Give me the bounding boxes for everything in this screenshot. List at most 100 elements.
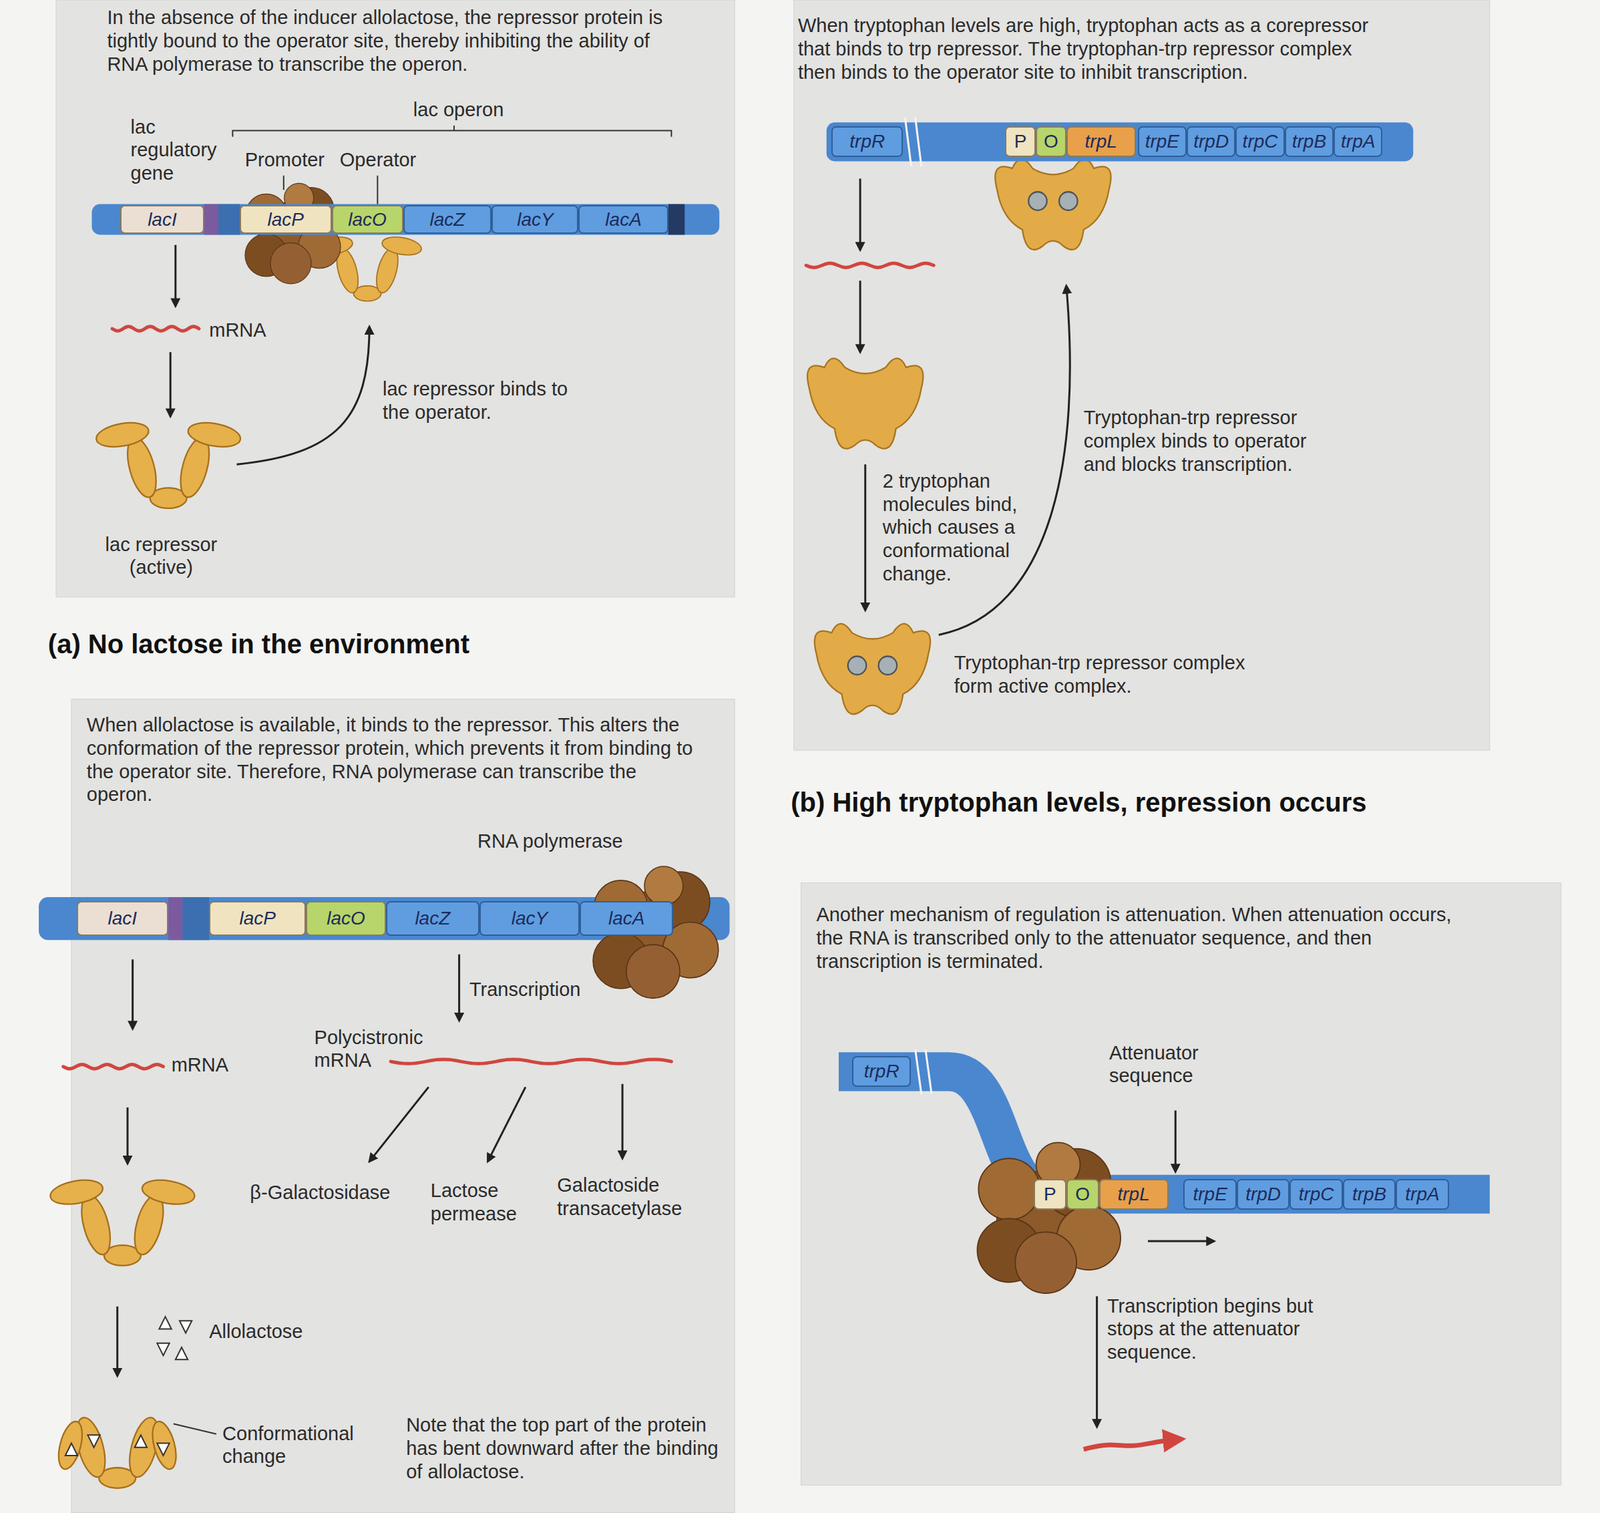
dna-segment (168, 896, 183, 940)
break-mark (904, 117, 911, 167)
label-text: mRNA (171, 1053, 229, 1077)
label-text: Allolactose (209, 1319, 303, 1343)
gene-segment: lacP (239, 205, 332, 234)
gene-name: trpA (1405, 1183, 1440, 1205)
gene-segment: lacA (579, 900, 674, 936)
label-text: Tryptophan-trp repressor complex form ac… (954, 651, 1251, 698)
protein-lobe (94, 418, 151, 451)
gene-name: trpR (849, 130, 885, 153)
break-mark (915, 1049, 922, 1094)
label-text: Attenuator sequence (1109, 1041, 1243, 1088)
label-text: Galactoside transacetylase (556, 1173, 710, 1221)
label-text: lac regulatory gene (130, 115, 234, 185)
protein-lobe (140, 1175, 197, 1208)
gene-name: lacP (267, 209, 304, 231)
gene-segment: trpL (1066, 126, 1136, 157)
gene-name: lacY (516, 209, 553, 231)
label-text: Promoter (245, 148, 325, 172)
dna-segment (668, 204, 685, 236)
polymerase-lobe (626, 944, 680, 998)
curved-arrow (938, 285, 1071, 636)
mrna-strand (806, 263, 934, 268)
allolactose-molecule (156, 1443, 169, 1456)
gene-name: trpE (1145, 130, 1180, 153)
trp-repressor (807, 357, 923, 449)
bracket (232, 130, 672, 137)
gene-segment: trpB (1342, 1178, 1396, 1210)
gene-segment: trpD (1186, 126, 1236, 157)
panel-intro: When tryptophan levels are high, tryptop… (797, 14, 1380, 84)
gene-name: O (1043, 130, 1059, 153)
label-text: Operator (339, 148, 417, 172)
panel-ground (56, 0, 735, 597)
arrow (864, 464, 867, 611)
gene-name: trpB (1352, 1183, 1387, 1205)
gene-segment: trpB (1284, 126, 1334, 157)
leader-line (376, 175, 378, 205)
protein-lobe (48, 1175, 105, 1208)
panel-ground (800, 882, 1561, 1486)
dna-segment (218, 204, 240, 236)
arrow (621, 1083, 624, 1159)
gene-segment: trpE (1137, 126, 1187, 157)
arrow (369, 1086, 429, 1162)
trp-repressor (814, 623, 931, 714)
gene-name: trpC (1242, 130, 1279, 153)
label-text: Polycistronic mRNA (314, 1025, 458, 1073)
gene-segment: lacO (305, 900, 386, 936)
arrow (131, 958, 134, 1029)
gene-name: trpC (1298, 1183, 1335, 1205)
panel-ground (71, 699, 735, 1513)
allolactose-molecule (87, 1434, 100, 1447)
arrow (169, 351, 172, 417)
gene-name: trpL (1117, 1183, 1150, 1205)
panel-intro: In the absence of the inducer allolactos… (106, 6, 689, 76)
mrna-strand (63, 1064, 164, 1069)
gene-name: lacY (511, 907, 548, 929)
label-text: Tryptophan-trp repressor complex binds t… (1083, 406, 1339, 476)
mrna-strand (1083, 1438, 1182, 1449)
gene-name: trpB (1292, 130, 1327, 153)
mrna-strand (390, 1059, 672, 1064)
arrow (859, 280, 862, 352)
tryptophan (848, 656, 867, 676)
panel-caption: (a) No lactose in the environment (48, 627, 470, 660)
gene-name: P (1014, 130, 1028, 153)
label-text: Lactose permease (430, 1178, 543, 1226)
gene-segment: trpE (1183, 1178, 1237, 1210)
label-text: 2 tryptophan molecules bind, which cause… (882, 469, 1032, 586)
gene-name: lacZ (430, 209, 466, 231)
gene-name: lacP (239, 907, 276, 929)
gene-segment: lacY (479, 900, 580, 936)
trp-repressor (994, 158, 1111, 250)
gene-segment: lacI (76, 900, 169, 936)
protein-lobe (54, 1418, 87, 1472)
label-text: Transcription (469, 977, 581, 1002)
label-text: Transcription begins but stops at the at… (1107, 1294, 1342, 1364)
allolactose-molecule (179, 1320, 192, 1333)
polymerase-lobe (644, 866, 684, 905)
gene-segment: trpC (1289, 1178, 1343, 1210)
gene-segment: lacO (331, 205, 404, 234)
tryptophan (1059, 191, 1078, 211)
leader-line (283, 175, 285, 190)
arrow (1147, 1240, 1215, 1243)
mrna-strand (112, 326, 199, 331)
label-text: lac repressor binds to the operator. (382, 377, 577, 425)
arrow (1095, 1296, 1098, 1428)
panel-intro: When allolactose is available, it binds … (86, 713, 700, 807)
label-text: β-Galactosidase (249, 1180, 390, 1205)
label-text: RNA polymerase (477, 829, 624, 853)
leader-line (173, 1423, 217, 1434)
protein-lobe (380, 234, 423, 258)
gene-name: lacO (347, 209, 387, 231)
arrow (458, 954, 461, 1021)
gene-segment: trpR (852, 1055, 912, 1087)
panel-ground (793, 0, 1490, 750)
arrow (116, 1306, 119, 1376)
panel: When tryptophan levels are high, tryptop… (793, 0, 1490, 750)
gene-name: trpL (1085, 130, 1118, 153)
lac-repressor (54, 1414, 181, 1488)
gene-name: O (1075, 1183, 1090, 1205)
gene-segment: lacZ (403, 205, 493, 234)
